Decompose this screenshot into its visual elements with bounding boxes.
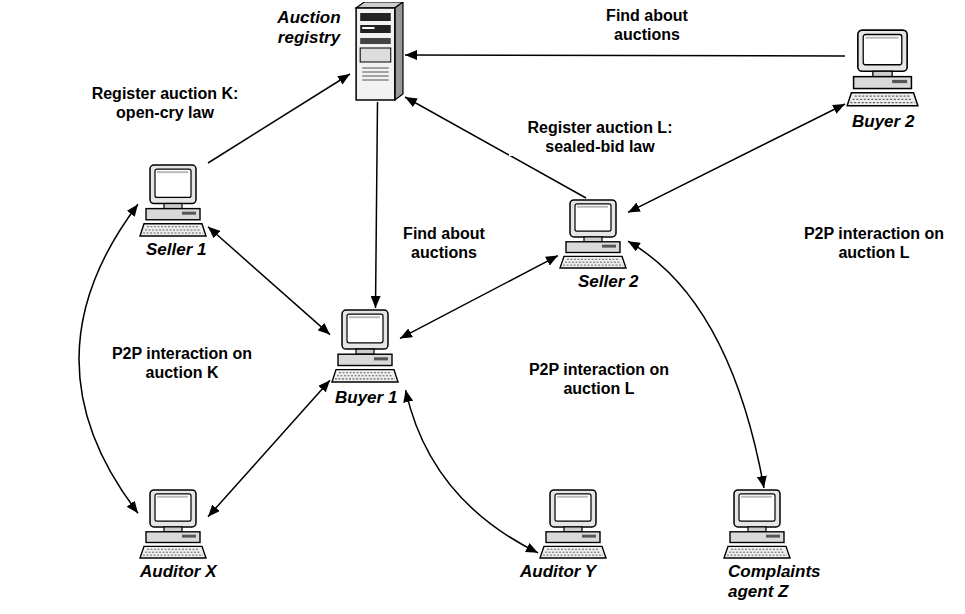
edge-label: Register auction L: sealed-bid law [509, 118, 691, 156]
edge-label: Find about auctions [392, 224, 496, 262]
computer-node: Complaints agent Z [722, 488, 840, 602]
edge-label: P2P interaction on auction K [109, 344, 255, 382]
computer-node: Auditor X [138, 488, 217, 582]
connector-arrow [405, 55, 845, 56]
computer-node: Seller 1 [138, 163, 208, 260]
edge-label: Find about auctions [595, 6, 699, 44]
node-label: Seller 2 [578, 272, 639, 292]
node-label: Auditor Y [520, 562, 596, 582]
computer-icon [538, 488, 608, 560]
computer-icon [330, 308, 400, 384]
node-label: Auditor X [140, 562, 217, 582]
computer-node: Buyer 1 [330, 308, 400, 408]
computer-node: Buyer 2 [845, 28, 920, 132]
server-icon [350, 2, 405, 102]
connector-arrow [208, 227, 330, 335]
computer-icon [558, 198, 628, 270]
node-label: Complaints agent Z [728, 562, 840, 601]
node-label: Auction registry [270, 8, 348, 47]
edge-label: P2P interaction on auction L [801, 224, 947, 262]
node-label: Buyer 1 [335, 388, 397, 408]
edge-label: Register auction K: open-cry law [77, 84, 253, 122]
connector-arrow [208, 380, 330, 517]
connector-arrow [376, 102, 378, 308]
edge-label: P2P interaction on auction L [526, 360, 672, 398]
computer-node: Seller 2 [558, 198, 639, 292]
connector-arrow [406, 390, 538, 553]
computer-icon [845, 28, 920, 108]
computer-node: Auditor Y [520, 488, 608, 582]
node-label: Seller 1 [146, 240, 207, 260]
computer-icon [722, 488, 792, 560]
computer-node: Auction registry [270, 2, 405, 102]
computer-icon [138, 163, 208, 238]
computer-icon [138, 488, 208, 560]
node-label: Buyer 2 [852, 112, 914, 132]
connector-arrow [400, 256, 558, 339]
